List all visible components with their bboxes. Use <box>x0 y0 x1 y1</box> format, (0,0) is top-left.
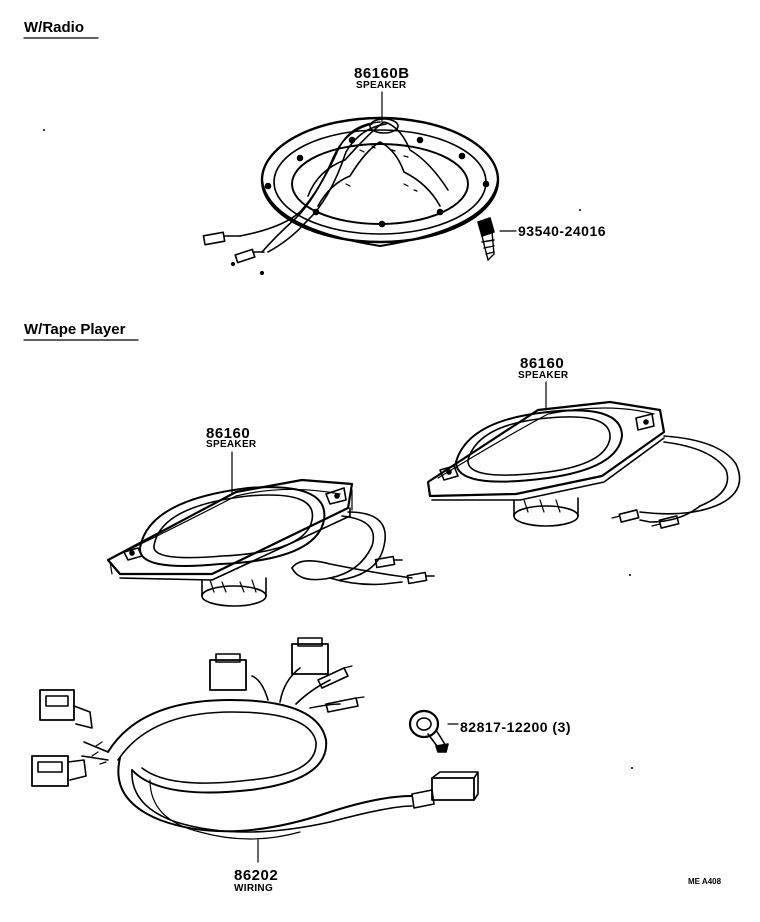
radio-speaker-drawing <box>202 91 500 276</box>
wiring-part-number: 86202 <box>234 867 279 884</box>
wiring-name: WIRING <box>234 883 274 894</box>
left-speaker-drawing <box>106 451 435 607</box>
left-speaker-part-number: 86160 <box>206 425 251 442</box>
clamp-part-number: 82817-12200 (3) <box>460 719 572 735</box>
wiring-harness-drawing <box>31 637 479 863</box>
radio-speaker-part-number: 86160B <box>354 65 410 82</box>
screw-part-number: 93540-24016 <box>518 223 607 239</box>
right-speaker-drawing <box>426 381 741 529</box>
screw-drawing <box>477 217 517 261</box>
figure-code: ME A408 <box>688 877 722 886</box>
radio-speaker-name: SPEAKER <box>356 80 407 91</box>
radio-section-title: W/Radio <box>24 19 84 36</box>
right-speaker-name: SPEAKER <box>518 370 569 381</box>
left-speaker-name: SPEAKER <box>206 439 257 450</box>
tape-section-title: W/Tape Player <box>24 321 126 338</box>
clamp-drawing <box>408 709 459 753</box>
right-speaker-part-number: 86160 <box>520 355 565 372</box>
